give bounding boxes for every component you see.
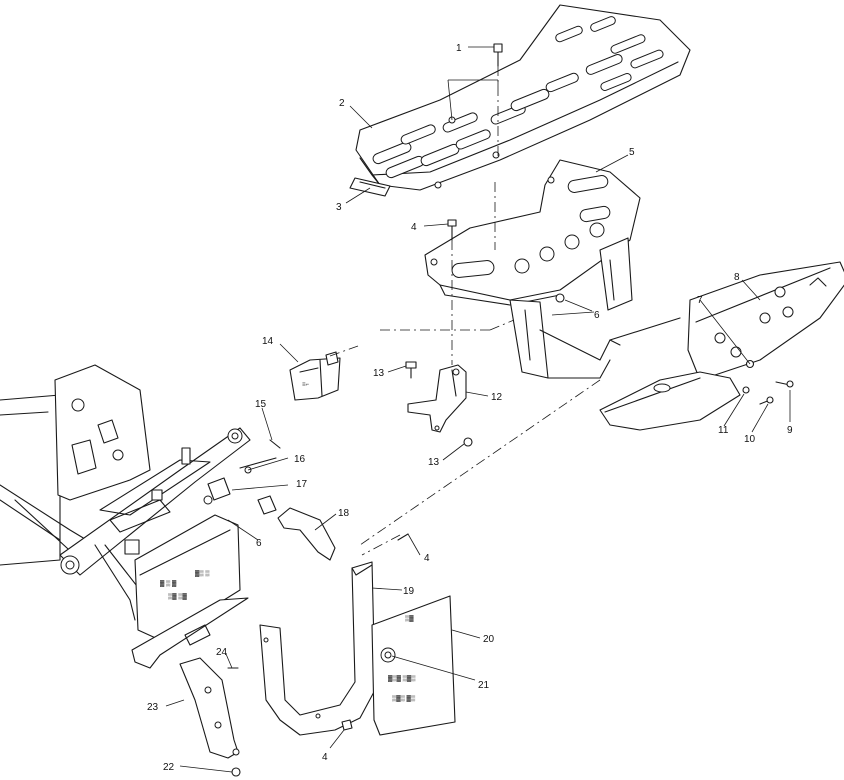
leader-lines [165,46,791,773]
callout-2: 2 [339,98,345,109]
vehicle-frame: ▓ ▒ ▓ ▒▓ ▒▓ ▓▒ ▒ [0,364,251,669]
tail-light-part-14: ≡⌐ [289,351,341,401]
callout-1: 1 [456,43,462,54]
callout-9: 9 [787,425,793,436]
callout-23: 23 [147,702,159,713]
bracket-part-3 [349,177,391,197]
callout-labels: 1 2 3 4 5 6 7 8 9 10 11 12 13 13 14 15 1… [147,43,793,773]
connector-parts-16-17 [203,466,277,515]
callout-13-lower: 13 [428,457,440,468]
svg-text:▒▓▒ ▓▒: ▒▓▒ ▓▒ [392,695,416,702]
svg-text:▓▒ ▒: ▓▒ ▒ [195,570,210,577]
callout-7: 7 [697,295,703,306]
rack-support-part-5 [424,159,681,379]
callout-12: 12 [491,392,503,403]
callout-6-left: 6 [256,538,262,549]
callout-20: 20 [483,634,495,645]
callout-24: 24 [216,647,228,658]
svg-text:▒▓ ▒▓: ▒▓ ▒▓ [168,593,188,600]
svg-text:▓ ▒ ▓: ▓ ▒ ▓ [160,580,177,587]
flap-mount-part-19 [259,561,376,736]
callout-16: 16 [294,454,306,465]
callout-3: 3 [336,202,342,213]
callout-18: 18 [338,508,350,519]
svg-text:▒▓: ▒▓ [405,615,414,622]
mount-bracket-part-12 [407,364,467,433]
callout-5: 5 [629,147,635,158]
svg-text:▓▒▓ ▒▓▒: ▓▒▓ ▒▓▒ [388,675,416,682]
callout-15: 15 [255,399,267,410]
callout-6-right: 6 [594,310,600,321]
svg-text:≡⌐: ≡⌐ [302,382,310,388]
rear-bumper-part-8 [599,261,844,431]
rear-rack-part-2 [355,4,691,191]
bracket-part-18 [277,507,336,561]
callout-8: 8 [734,272,740,283]
callout-19: 19 [403,586,415,597]
callout-22: 22 [163,762,175,773]
mud-flap-part-20: ▓▒▓ ▒▓▒ ▒▓▒ ▓▒ ▒▓ [371,595,456,736]
callout-17: 17 [296,479,308,490]
callout-21: 21 [478,680,490,691]
callout-13-upper: 13 [373,368,385,379]
callout-4-bottom: 4 [322,752,328,763]
hardware [227,43,794,777]
callout-4-top: 4 [411,222,417,233]
side-plate-part-23 [179,657,240,759]
callout-10: 10 [744,434,756,445]
callout-14: 14 [262,336,274,347]
callout-11: 11 [718,425,729,436]
alignment-lines [329,66,751,556]
callout-4-mid: 4 [424,553,430,564]
